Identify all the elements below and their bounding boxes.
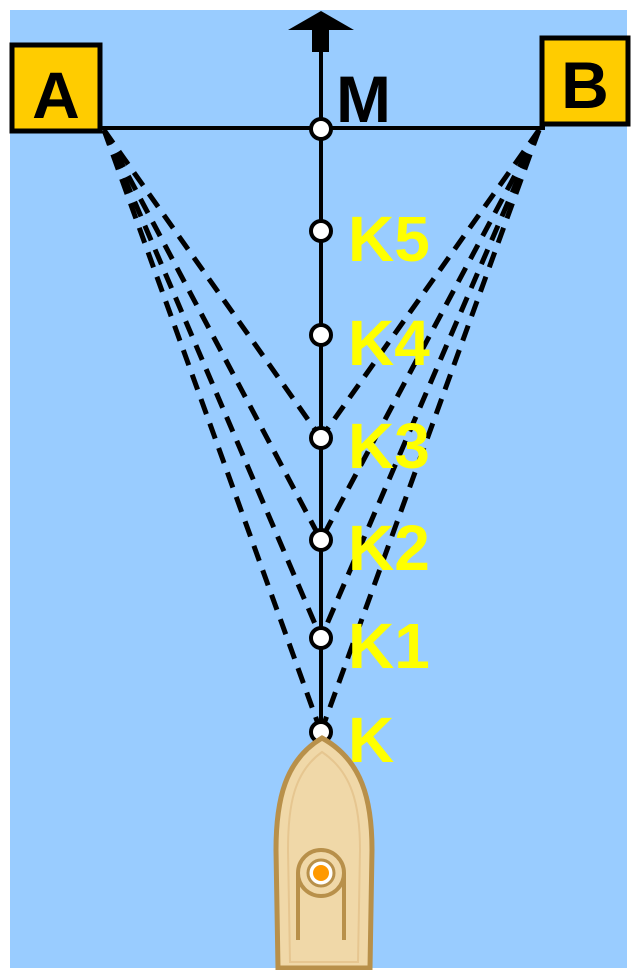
boat-icon bbox=[276, 738, 372, 968]
landmark-a-label: A bbox=[32, 58, 80, 132]
landmark-b-label: B bbox=[561, 48, 609, 122]
course-point-k2-label: K2 bbox=[348, 512, 430, 584]
landmark-b: B bbox=[542, 38, 628, 124]
course-point-k4-marker bbox=[311, 325, 331, 345]
course-point-k1-label: K1 bbox=[348, 610, 430, 682]
point-m-marker bbox=[311, 119, 331, 139]
point-m-label: M bbox=[336, 62, 391, 136]
landmark-a: A bbox=[12, 45, 100, 132]
course-point-k5-marker bbox=[311, 221, 331, 241]
course-point-k3-label: K3 bbox=[348, 410, 430, 482]
course-point-k1-marker bbox=[311, 628, 331, 648]
course-point-k4-label: K4 bbox=[348, 307, 430, 379]
course-point-k2-marker bbox=[311, 530, 331, 550]
course-point-k5-label: K5 bbox=[348, 203, 430, 275]
course-point-k3-marker bbox=[311, 428, 331, 448]
